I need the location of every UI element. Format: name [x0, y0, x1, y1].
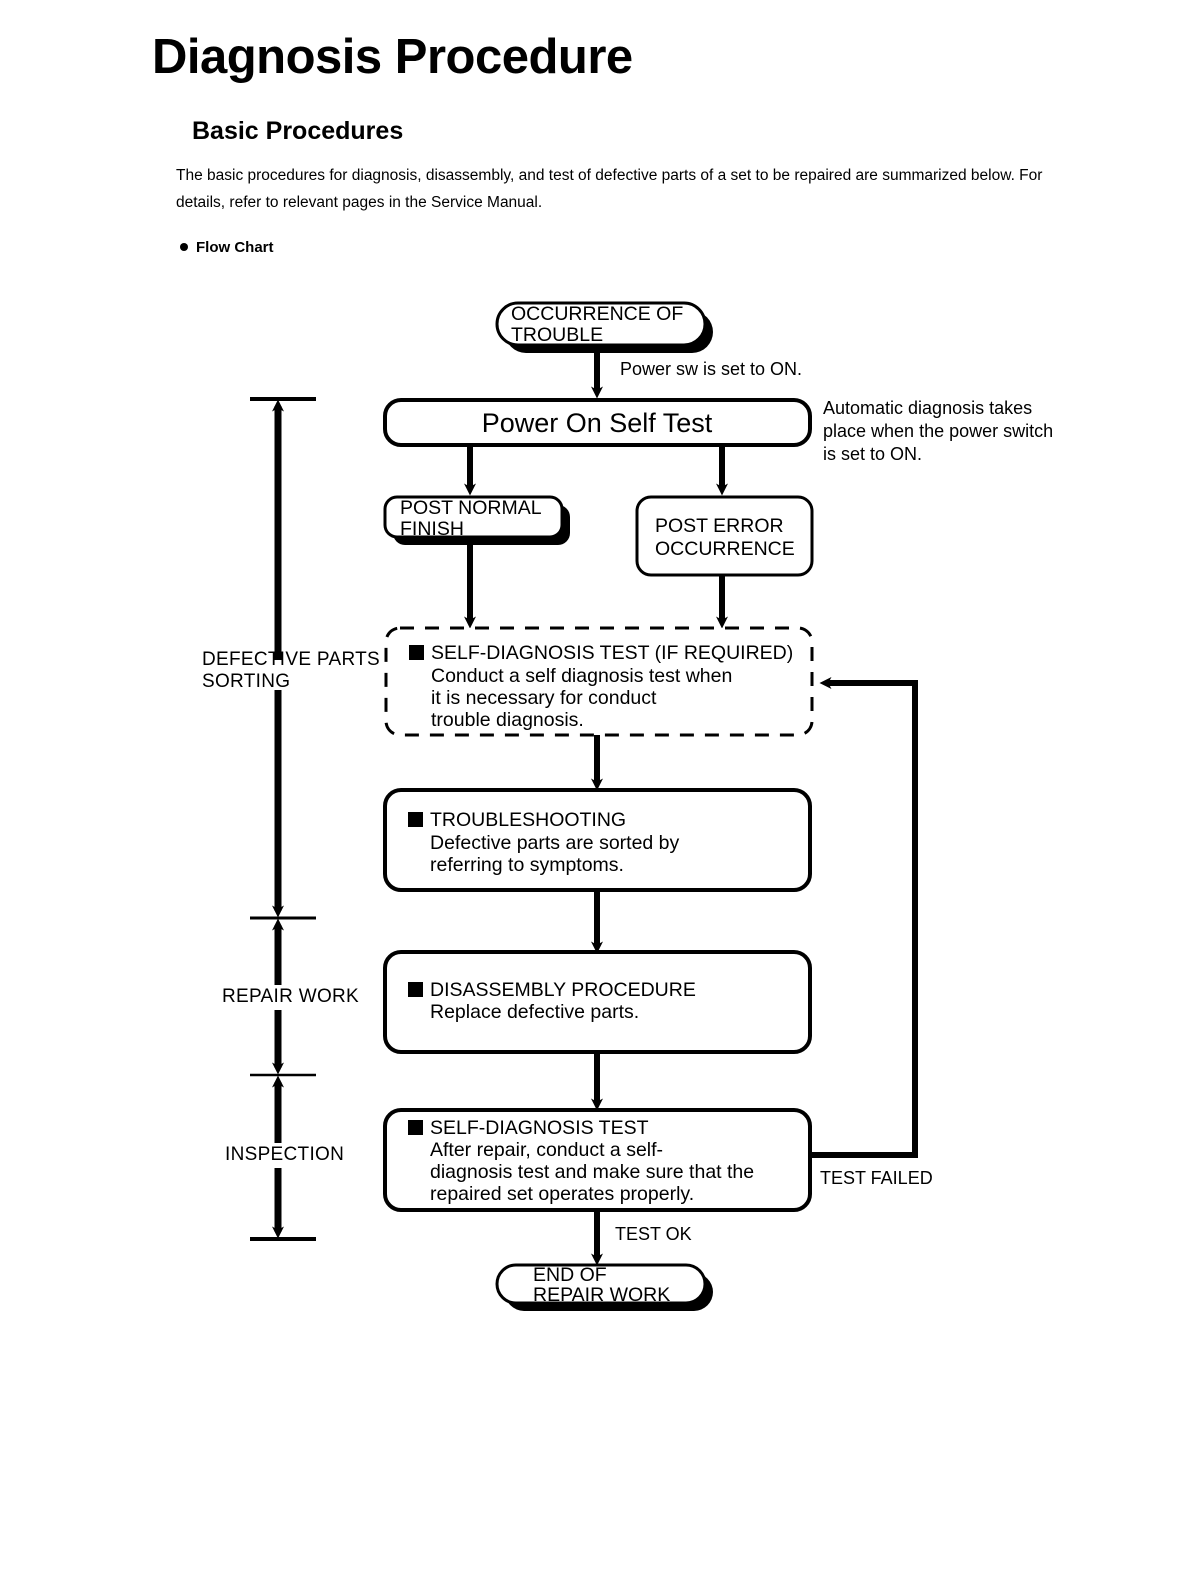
node-post-error-line-2: OCCURRENCE [655, 538, 795, 560]
node-disassembly-line-1: Replace defective parts. [430, 1001, 639, 1023]
node-post-normal-finish [383, 495, 564, 539]
edge-label-test-ok: TEST OK [615, 1224, 692, 1244]
node-occurrence-line-1: OCCURRENCE OF [511, 303, 683, 325]
node-end-line-1: END OF [533, 1264, 607, 1286]
intro-paragraph: The basic procedures for diagnosis, disa… [176, 167, 1043, 211]
bullet-square-icon-troubleshooting [408, 812, 423, 827]
annotation-auto-diagnosis-line-2: place when the power switch [823, 421, 1053, 441]
bracket-label-defective-parts-line-1: DEFECTIVE PARTS [202, 649, 380, 670]
flow-chart-heading-label: Flow Chart [196, 239, 274, 256]
bullet-square-icon-selfdiag [408, 1120, 423, 1135]
node-occurrence-of-trouble [495, 301, 707, 347]
node-post-normal-line-1: POST NORMAL [400, 497, 542, 519]
section-title: Basic Procedures [192, 117, 404, 145]
node-post-error-line-1: POST ERROR [655, 515, 784, 537]
node-troubleshooting-line-1: Defective parts are sorted by [430, 832, 680, 854]
node-selfdiag-if-line-1: Conduct a self diagnosis test when [431, 665, 732, 687]
node-post-normal-line-2: FINISH [400, 518, 464, 540]
bullet-square-icon-disassembly [408, 982, 423, 997]
node-end-of-repair-work [495, 1263, 707, 1305]
node-selfdiag-if-line-2: it is necessary for conduct [431, 687, 657, 709]
node-occurrence-line-2: TROUBLE [511, 324, 603, 346]
page-title: Diagnosis Procedure [152, 30, 633, 84]
bullet-square-icon-selfdiag-if [409, 645, 424, 660]
bullet-dot-icon [180, 243, 188, 251]
flow-chart-heading: Flow Chart [180, 239, 274, 256]
edge-label-power-sw: Power sw is set to ON. [620, 359, 802, 379]
annotation-auto-diagnosis-line-3: is set to ON. [823, 444, 922, 464]
node-selfdiag-line-3: repaired set operates properly. [430, 1183, 694, 1205]
bracket-label-inspection: INSPECTION [225, 1144, 344, 1165]
node-power-on-self-test-label: Power On Self Test [482, 408, 713, 438]
annotation-auto-diagnosis-line-1: Automatic diagnosis takes [823, 398, 1032, 418]
node-selfdiag-line-2: diagnosis test and make sure that the [430, 1161, 754, 1183]
node-disassembly-heading: DISASSEMBLY PROCEDURE [430, 979, 696, 1001]
node-selfdiag-if-heading: SELF-DIAGNOSIS TEST (IF REQUIRED) [431, 642, 793, 664]
bracket-label-repair-work: REPAIR WORK [222, 986, 359, 1007]
node-selfdiag-heading: SELF-DIAGNOSIS TEST [430, 1117, 649, 1139]
edge-test-failed-feedback [810, 677, 918, 1158]
node-self-diagnosis-test-if-required [384, 626, 814, 737]
bracket-label-defective-parts-line-2: SORTING [202, 671, 290, 692]
node-power-on-self-test [383, 398, 812, 447]
node-end-line-2: REPAIR WORK [533, 1284, 670, 1306]
node-selfdiag-line-1: After repair, conduct a self- [430, 1139, 663, 1161]
node-selfdiag-if-line-3: trouble diagnosis. [431, 709, 584, 731]
node-troubleshooting-heading: TROUBLESHOOTING [430, 809, 626, 831]
node-troubleshooting-line-2: referring to symptoms. [430, 854, 624, 876]
edge-label-test-failed: TEST FAILED [820, 1168, 933, 1188]
